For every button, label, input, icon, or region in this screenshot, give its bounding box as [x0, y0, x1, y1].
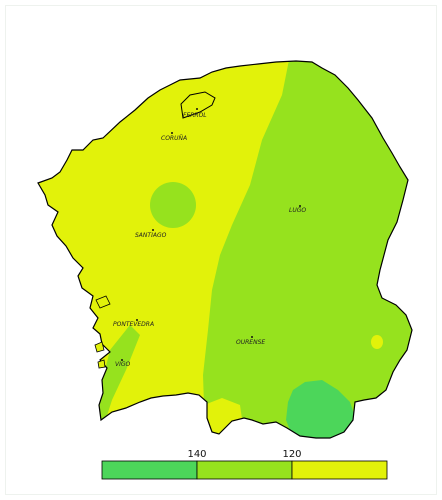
city-marker-ourense: [251, 336, 253, 338]
legend-swatch-mid: [196, 460, 293, 480]
legend-tick-140: 140: [187, 449, 206, 460]
city-label-corua: CORUÑA: [161, 135, 187, 142]
city-labels: FERROL CORUÑA SANTIAGO LUGO PONTEVEDRA OURENS…: [113, 108, 306, 368]
zone-120-140: [203, 61, 412, 438]
island-arousa: [95, 295, 111, 309]
city-label-ferrol: FERROL: [183, 112, 207, 119]
city-marker-pontevedra: [136, 319, 138, 321]
city-label-vigo: VIGO: [115, 361, 131, 368]
legend: 140 120: [101, 449, 388, 480]
city-marker-vigo: [121, 359, 123, 361]
island-cies: [97, 359, 106, 369]
city-marker-lugo: [299, 205, 301, 207]
zone-120-140-southwest: [95, 325, 140, 430]
city-marker-corua: [171, 132, 173, 134]
city-label-santiago: SANTIAGO: [135, 232, 167, 239]
zone-120-140-santiago: [150, 182, 196, 228]
city-label-ourense: OURENSE: [236, 339, 265, 346]
legend-tick-120: 120: [282, 449, 301, 460]
city-marker-ferrol: [196, 108, 198, 110]
city-label-lugo: LUGO: [289, 207, 306, 214]
city-marker-santiago: [152, 229, 154, 231]
zone-below-120-east: [371, 335, 383, 349]
ferrol-peninsula: [180, 91, 216, 119]
zone-above-140: [286, 380, 356, 438]
city-label-pontevedra: PONTEVEDRA: [113, 321, 154, 328]
legend-swatch-low: [291, 460, 388, 480]
legend-swatch-high: [101, 460, 198, 480]
island-ons: [94, 341, 105, 353]
